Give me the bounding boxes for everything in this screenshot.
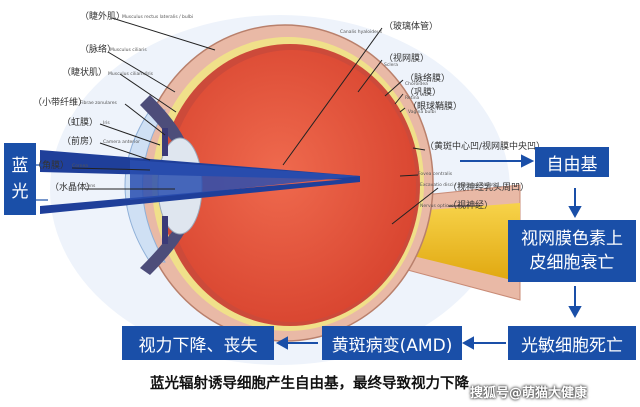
iris-top — [162, 128, 168, 156]
watermark: 搜狐号@萌猫大健康 — [470, 386, 588, 401]
ciliary-body-bottom — [140, 228, 185, 275]
side-arrows — [36, 164, 48, 201]
flow-arrows — [275, 154, 582, 350]
blue-light-cone — [130, 160, 360, 200]
latin-label: Sclera — [384, 63, 398, 68]
iris-bottom — [162, 216, 168, 244]
blue-light-char-2: 光 — [11, 182, 29, 202]
caption: 蓝光辐射诱导细胞产生自由基，最终导致视力下降 — [150, 376, 469, 392]
latin-label: Musculus ciliaris — [110, 48, 147, 53]
label-lateral-muscle: （睫外肌） — [80, 12, 126, 22]
label-outer-sheath: （眼球鞘膜） — [408, 102, 463, 112]
latin-label: Camera anterior — [103, 140, 140, 145]
blue-light-char-1: 蓝 — [11, 156, 29, 176]
label-zonule: （小带纤维） — [33, 98, 88, 108]
label-anterior-chamber: （前房） — [62, 137, 99, 147]
ciliary-body-top — [140, 95, 185, 145]
label-choroid-left: （脉络） — [80, 45, 117, 55]
blue-light-label: 蓝 光 — [4, 143, 36, 215]
optic-nerve — [400, 203, 520, 282]
latin-label: Vagina bulbi — [408, 110, 436, 115]
amd-box: 黄斑病变(AMD) — [322, 326, 462, 360]
label-choroid: （脉络膜） — [405, 74, 451, 84]
latin-label: Musculus rectus lateralis / bulbi — [122, 15, 194, 20]
latin-label: Iris — [103, 121, 110, 126]
pointer-lines — [71, 17, 480, 225]
latin-label: Fibrae zonulares — [80, 101, 117, 106]
free-radical-box: 自由基 — [535, 147, 609, 177]
label-macula: （黄斑中心凹/视网膜中央凹） — [425, 142, 546, 152]
latin-label: Canalis hyaloideus — [340, 30, 383, 35]
vision-loss-box: 视力下降、丧失 — [122, 326, 274, 360]
label-optic-disc: （视神经乳头周凹） — [448, 183, 530, 193]
latin-label: Nervus opticus — [420, 204, 454, 209]
label-optic-nerve: （视神经） — [448, 201, 494, 211]
label-ciliary-muscle: （睫状肌） — [62, 68, 108, 78]
latin-label: Cornea — [72, 164, 89, 169]
latin-label: Musculus ciliaris/Iris — [108, 72, 153, 77]
latin-label: Fovea centralis — [418, 172, 453, 177]
label-vitreous-canal: （玻璃体管） — [384, 22, 439, 32]
latin-label: Excavatio disci / Papilla nervi optici — [420, 183, 500, 188]
latin-label: Retina — [405, 96, 420, 101]
rpe-decline-line2: 皮细胞衰亡 — [529, 253, 615, 273]
photoreceptor-death-box: 光敏细胞死亡 — [508, 326, 636, 360]
label-sclera: （巩膜） — [405, 88, 442, 98]
rpe-decline-box: 视网膜色素上 皮细胞衰亡 — [508, 220, 636, 282]
blue-light-beam-2 — [40, 178, 360, 214]
rpe-decline-line1: 视网膜色素上 — [521, 229, 623, 249]
label-cornea: （角膜） — [33, 161, 70, 171]
latin-label: Lens — [85, 184, 96, 189]
label-retina: （视网膜） — [384, 54, 430, 64]
label-iris: （虹膜） — [62, 118, 99, 128]
label-lens: （水晶体） — [50, 183, 96, 193]
latin-label: Choroidea — [405, 82, 428, 87]
